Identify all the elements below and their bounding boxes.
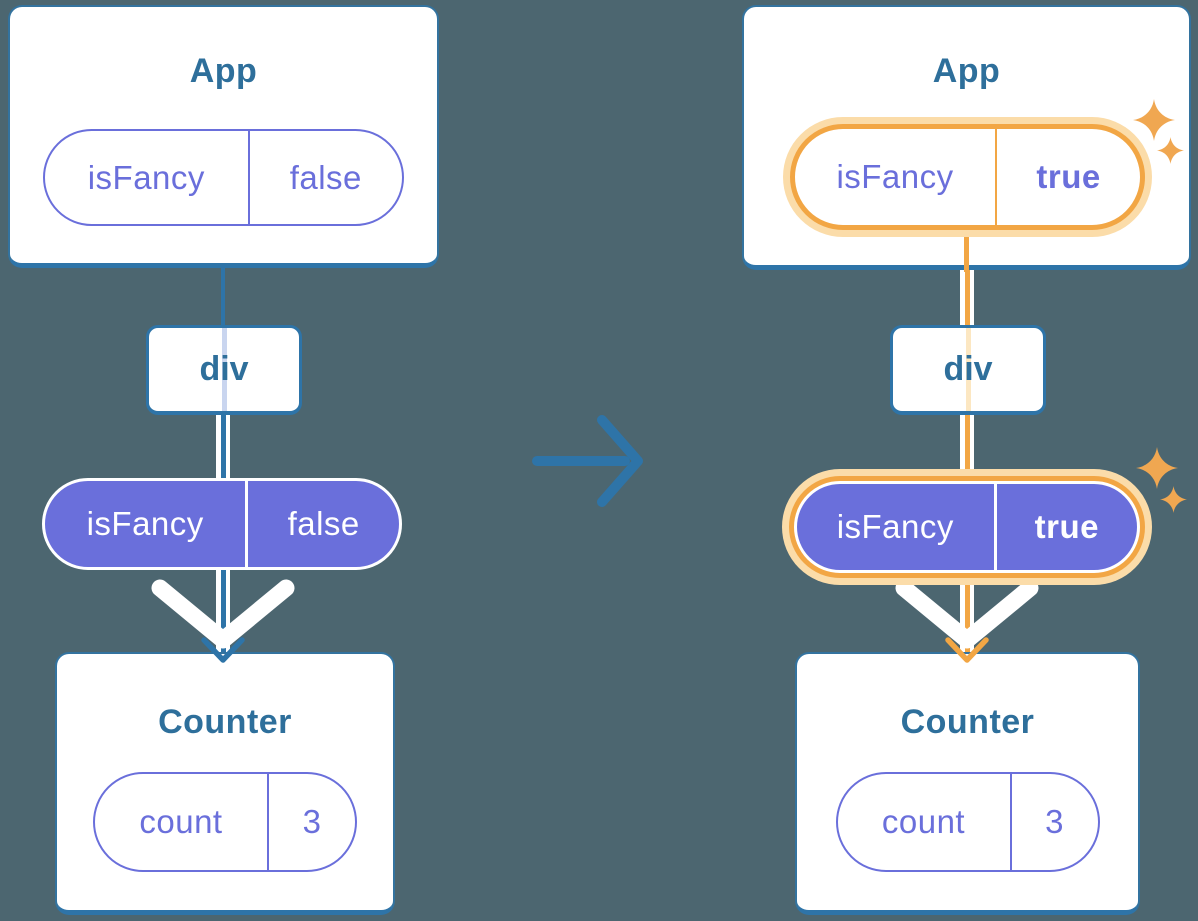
state-value: 3 — [267, 774, 355, 870]
div-node-after: div — [890, 325, 1046, 415]
div-label: div — [199, 350, 249, 388]
app-component-card-before: App isFancy false — [8, 5, 439, 268]
prop-pill-after: isFancy true — [794, 481, 1140, 573]
faded-edge-line — [221, 328, 227, 411]
state-pill-before: isFancy false — [43, 129, 404, 226]
state-name: count — [881, 803, 966, 840]
state-name: isFancy — [836, 158, 954, 195]
component-title: App — [932, 52, 1001, 90]
state-pill-after: isFancy true — [790, 124, 1145, 230]
counter-component-card-after: Counter count 3 — [795, 652, 1140, 915]
component-title: Counter — [900, 703, 1035, 741]
state-value: 3 — [1009, 774, 1098, 870]
prop-name: isFancy — [836, 508, 954, 545]
transition-arrow-icon — [532, 415, 643, 507]
state-value: false — [247, 131, 402, 224]
prop-flow-arrow-icon — [151, 579, 295, 649]
state-name: count — [139, 803, 223, 840]
count-state-pill-after: count 3 — [835, 772, 1100, 872]
count-state-pill-before: count 3 — [93, 772, 357, 872]
counter-component-card-before: Counter count 3 — [55, 652, 395, 915]
sparkle-icon — [1160, 486, 1187, 513]
state-name: isFancy — [87, 158, 205, 196]
prop-flow-arrow-icon — [895, 579, 1039, 649]
arrowhead-icon-before — [201, 637, 245, 663]
component-title: Counter — [158, 703, 292, 741]
prop-pipe-core-after — [964, 270, 970, 326]
edge-state-app-after — [964, 228, 969, 272]
arrowhead-icon-after — [945, 637, 989, 663]
sparkle-icon — [1157, 137, 1184, 164]
component-title: App — [189, 52, 258, 90]
prop-pill-before: isFancy false — [42, 478, 402, 570]
prop-value: false — [245, 481, 399, 567]
div-label: div — [943, 350, 993, 388]
sparkle-icon — [1136, 447, 1178, 489]
prop-name: isFancy — [86, 505, 204, 542]
sparkle-icon — [1133, 99, 1175, 141]
div-node-before: div — [146, 325, 302, 415]
state-value: true — [995, 129, 1140, 225]
edge-app-div-before — [221, 266, 225, 326]
prop-pipe-after-upper — [960, 270, 974, 326]
prop-value: true — [993, 484, 1137, 570]
faded-edge-line — [965, 328, 971, 411]
